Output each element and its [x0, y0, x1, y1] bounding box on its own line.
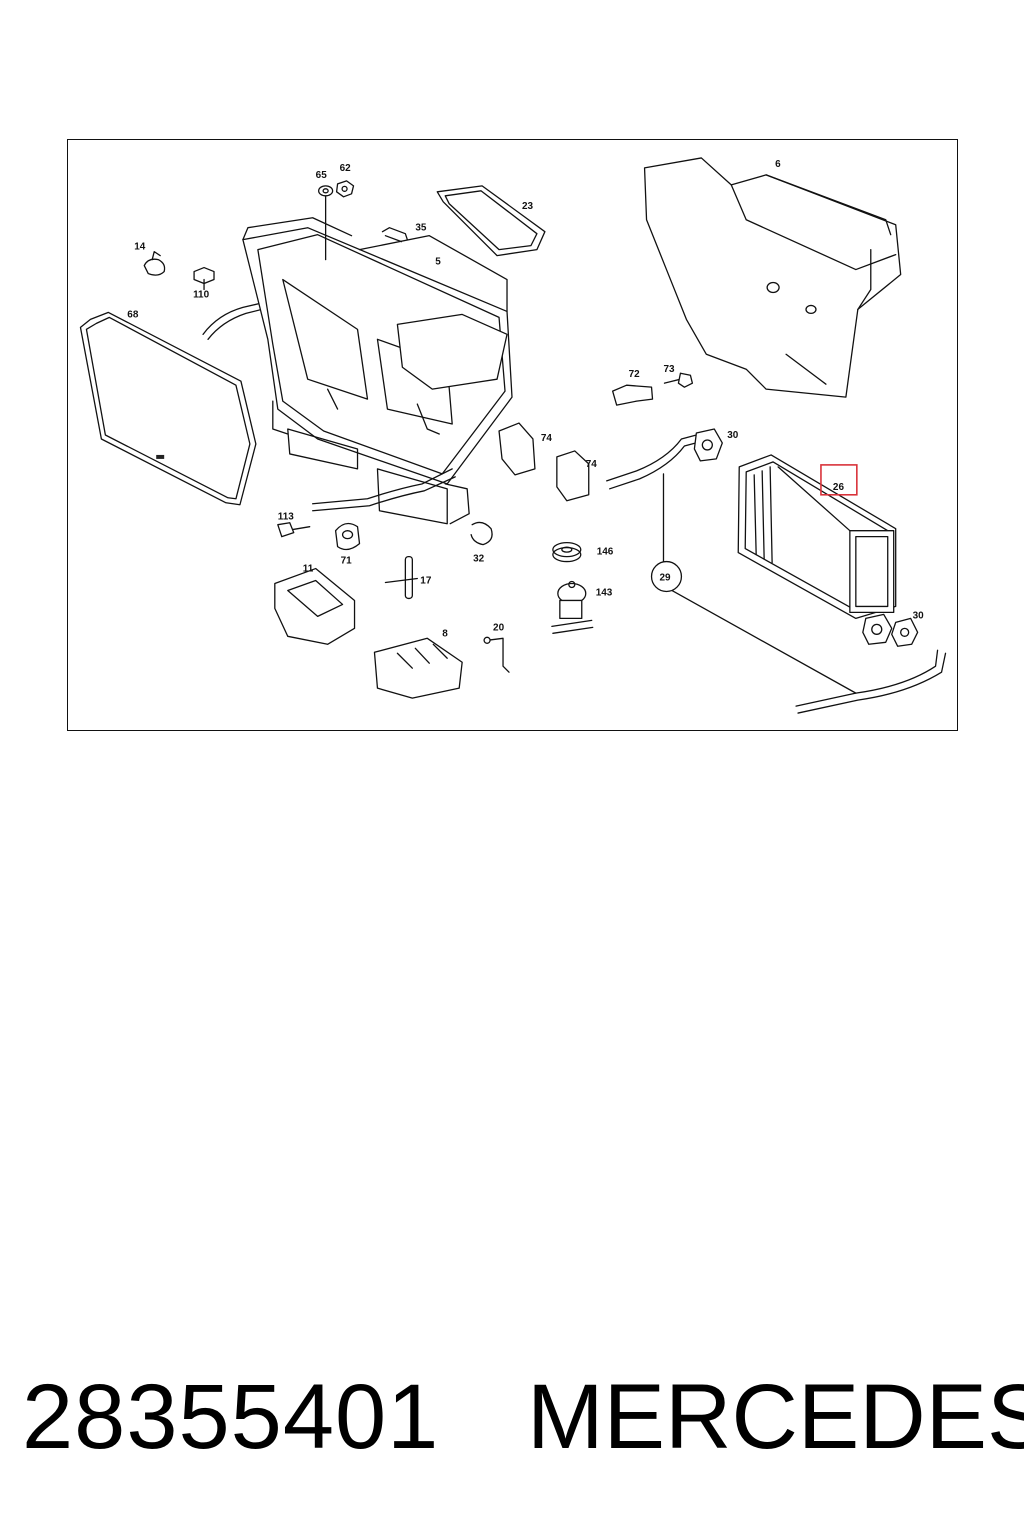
- pin-20: [483, 636, 510, 673]
- callout-73: 73: [663, 364, 675, 375]
- flange-30b: [862, 613, 919, 647]
- callout-circle-29: [650, 560, 683, 593]
- bracket-72: [612, 384, 654, 406]
- callout-110: 110: [193, 289, 210, 300]
- bolt-110: [193, 266, 215, 291]
- part-number: 28355401: [22, 1366, 440, 1468]
- callout-29: 29: [660, 573, 672, 584]
- clip-32: [470, 521, 493, 546]
- actuator-11: [274, 567, 356, 645]
- callout-65: 65: [316, 170, 328, 181]
- callout-11: 11: [303, 564, 314, 575]
- callout-71: 71: [341, 556, 353, 567]
- parts-diagram: 6 65 62 23 35 5 14 110 68 72 73 74 74 30…: [67, 139, 958, 731]
- bracket-74a: [498, 422, 536, 476]
- callout-143: 143: [596, 587, 613, 598]
- callout-32: 32: [473, 554, 485, 565]
- callout-74a: 74: [541, 433, 553, 444]
- callout-68: 68: [127, 309, 139, 320]
- hose-29-lower: [795, 649, 947, 714]
- gasket-23: [436, 185, 546, 257]
- linkage-17: [384, 555, 418, 600]
- gasket-68: [79, 311, 257, 506]
- hose-housing: [312, 468, 456, 512]
- callout-26: 26: [833, 482, 845, 493]
- callout-23: 23: [522, 201, 534, 212]
- hose-29-upper: [606, 434, 701, 490]
- callout-35: 35: [415, 223, 427, 234]
- callout-30a: 30: [727, 430, 739, 441]
- callout-62: 62: [340, 163, 352, 174]
- highlight-box-26: [820, 464, 858, 496]
- flap-housing-8: [373, 637, 463, 699]
- callout-14: 14: [134, 242, 146, 253]
- callout-72: 72: [629, 369, 641, 380]
- callout-17: 17: [420, 575, 432, 586]
- heater-core-26: [737, 454, 897, 620]
- flange-30a: [693, 428, 723, 462]
- grommet-71: [334, 522, 361, 551]
- callout-30b: 30: [913, 610, 925, 621]
- leader-29: [662, 473, 857, 694]
- duct-cover-6: [643, 157, 902, 398]
- bolt-113: [277, 522, 311, 538]
- screw-73: [663, 372, 694, 388]
- hose-small: [202, 300, 271, 340]
- callout-5: 5: [435, 257, 441, 268]
- callout-6: 6: [775, 159, 781, 170]
- grommet-146: [552, 541, 582, 563]
- heater-housing-5: [242, 217, 513, 525]
- callout-74b: 74: [586, 459, 598, 470]
- clip-14: [143, 250, 166, 276]
- washer-65: [318, 185, 334, 197]
- brand-name: MERCEDES: [527, 1366, 1024, 1468]
- callout-113: 113: [278, 512, 295, 523]
- callout-146: 146: [597, 547, 614, 558]
- valve-143: [551, 580, 594, 634]
- bracket-74b: [556, 450, 590, 502]
- clip-35: [381, 227, 409, 243]
- callout-8: 8: [442, 628, 448, 639]
- footer: 28355401 MERCEDES: [0, 1362, 1024, 1472]
- nut-62: [335, 180, 355, 198]
- callout-20: 20: [493, 622, 505, 633]
